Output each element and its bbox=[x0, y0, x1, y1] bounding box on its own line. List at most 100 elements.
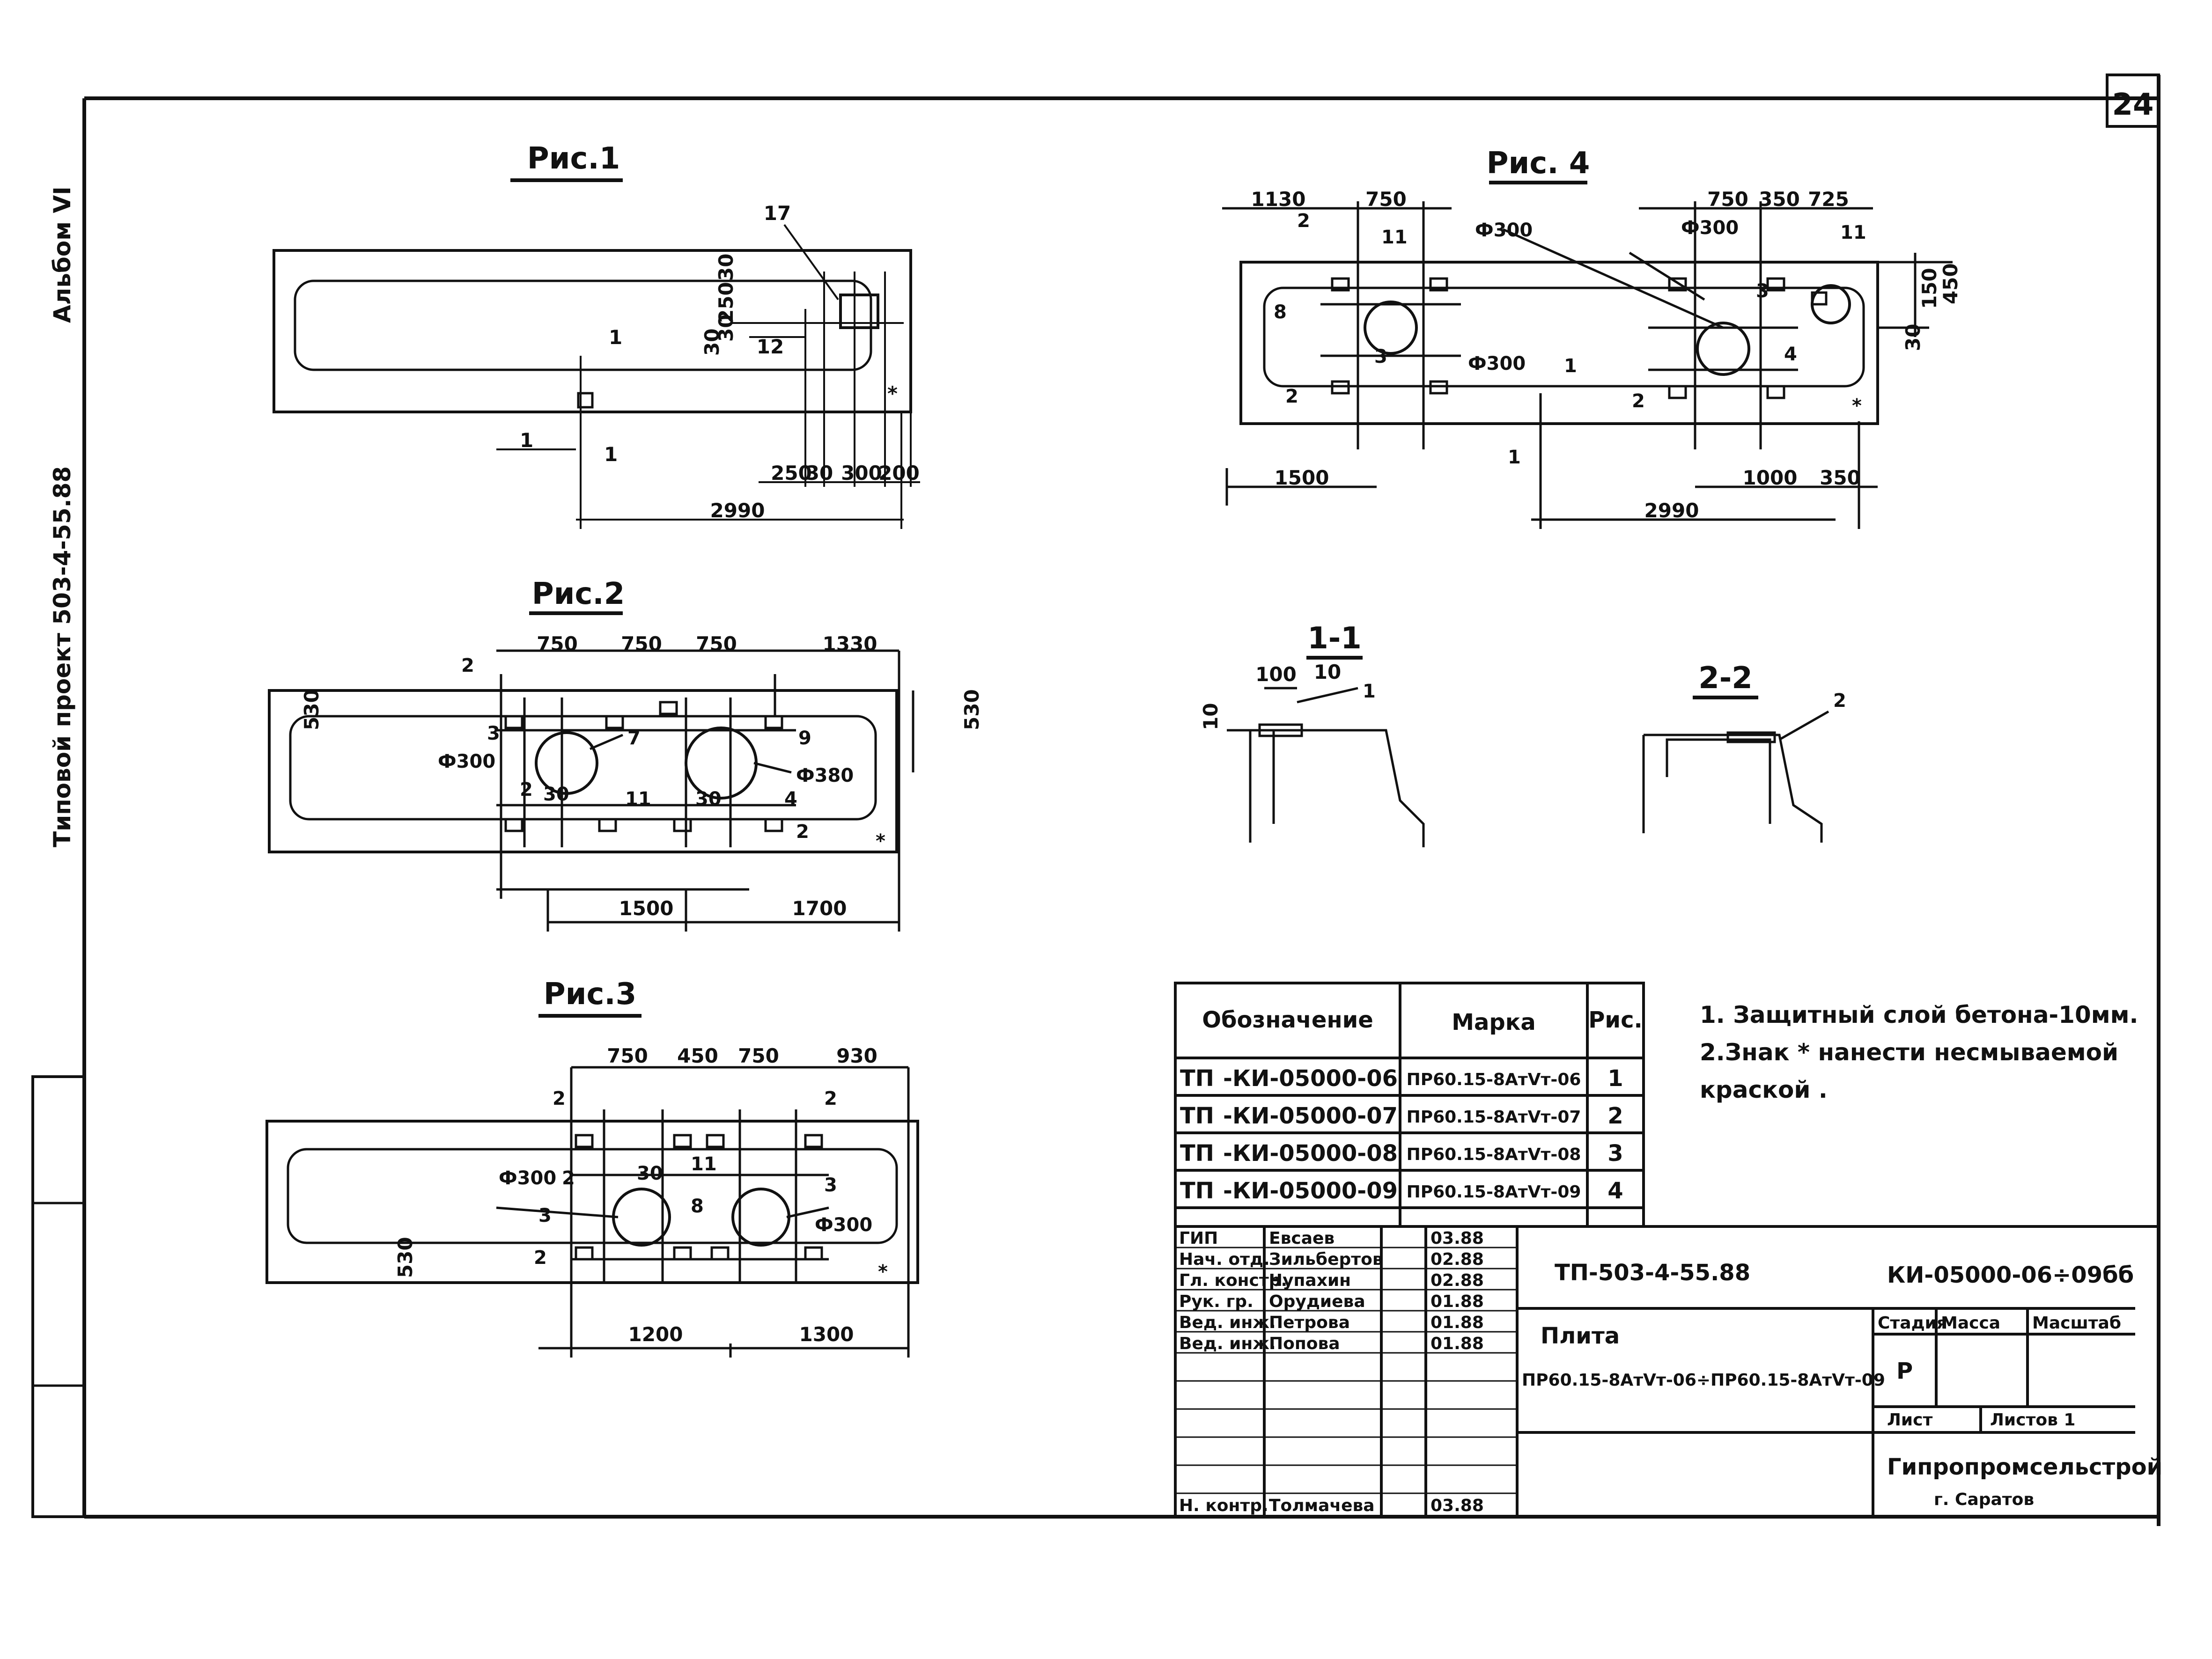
fig3-dim-750b: 750 bbox=[738, 1044, 779, 1067]
fig1-title: Рис.1 bbox=[527, 141, 620, 176]
tb-role-2: Нач. отд. bbox=[1179, 1250, 1270, 1269]
fig1-dim-v30c: 30 bbox=[700, 329, 723, 356]
fig2-star-mark: * bbox=[876, 830, 885, 852]
tb-sheets-label: Листов 1 bbox=[1990, 1410, 2075, 1430]
tb-role-3: Гл. констр. bbox=[1179, 1271, 1287, 1290]
tb-role-5: Вед. инж. bbox=[1179, 1313, 1276, 1332]
tb-date-6: 01.88 bbox=[1430, 1334, 1484, 1353]
fig4-dim-350b: 350 bbox=[1820, 466, 1861, 489]
tb-sheet-label: Лист bbox=[1887, 1410, 1932, 1430]
section-2-2-label-2: 2 bbox=[1833, 690, 1846, 712]
fig2-slab-cavity bbox=[289, 715, 877, 821]
fig4-dim-150: 150 bbox=[1918, 268, 1941, 309]
fig1-star-mark: * bbox=[887, 382, 898, 405]
fig1-leader-1: 1 bbox=[520, 429, 533, 452]
fig2-label-9: 9 bbox=[798, 727, 811, 749]
fig4-label-1a: 1 bbox=[1508, 447, 1521, 468]
tb-name-3: Чупахин bbox=[1269, 1271, 1351, 1290]
fig3-label-8: 8 bbox=[691, 1196, 704, 1217]
fig2-hole-1 bbox=[535, 731, 598, 795]
tb-role-7: Н. контр. bbox=[1179, 1496, 1268, 1515]
spec-table: Обозначение Марка Рис. ТП -КИ-05000-06 П… bbox=[1174, 982, 1645, 1228]
fig1-section-mark-top: 1 bbox=[609, 326, 622, 349]
fig1-slab-outline bbox=[273, 249, 912, 413]
fig3-dim-530: 530 bbox=[394, 1237, 417, 1278]
fig4-label-3b: 3 bbox=[1756, 280, 1769, 302]
note-1: 1. Защитный слой бетона-10мм. bbox=[1700, 1001, 2138, 1028]
fig2-title: Рис.2 bbox=[532, 577, 625, 611]
section-2-2-title: 2-2 bbox=[1698, 661, 1753, 696]
section-2-2-embedded-part bbox=[1726, 731, 1776, 743]
fig4-star-mark: * bbox=[1852, 395, 1862, 417]
tb-role-1: ГИП bbox=[1179, 1229, 1218, 1248]
spec-row3-code: -КИ-05000-08 bbox=[1223, 1140, 1398, 1167]
title-block: ГИП Евсаев 03.88 Нач. отд. Зильбертов 02… bbox=[1174, 1225, 2162, 1518]
fig2-label-2: 2 bbox=[461, 655, 474, 676]
fig2-label-7: 7 bbox=[627, 727, 641, 749]
fig4-dim-725: 725 bbox=[1808, 188, 1849, 211]
tb-doc-code: КИ-05000-06÷09бб bbox=[1887, 1262, 2134, 1288]
spec-row2-code: -КИ-05000-07 bbox=[1223, 1103, 1398, 1129]
spec-row4-fig: 4 bbox=[1607, 1178, 1623, 1204]
fig4-hole-1 bbox=[1364, 301, 1418, 355]
fig1-label-12: 12 bbox=[757, 335, 784, 358]
fig4-dim-30: 30 bbox=[1902, 324, 1924, 351]
fig4-label-11b: 11 bbox=[1840, 222, 1866, 243]
section-1-1-dim-10a: 10 bbox=[1314, 661, 1341, 683]
fig4-label-1b: 1 bbox=[1564, 355, 1577, 377]
fig3-dim-1200: 1200 bbox=[628, 1323, 683, 1346]
fig4-dim-750a: 750 bbox=[1365, 188, 1407, 211]
fig3-hole-1 bbox=[612, 1188, 671, 1247]
fig3-label-3a: 3 bbox=[538, 1205, 552, 1226]
fig4-label-11a: 11 bbox=[1381, 227, 1408, 248]
fig1-slab-cavity bbox=[294, 279, 872, 371]
fig2: Рис.2 bbox=[268, 577, 983, 932]
fig1-dim-30: 30 bbox=[806, 462, 833, 484]
spec-header-fig: Рис. bbox=[1588, 1007, 1643, 1033]
fig2-dim-530-left: 530 bbox=[300, 689, 323, 730]
fig2-slab-outline bbox=[268, 689, 898, 853]
fig4: Рис. 4 bbox=[1222, 146, 1962, 529]
fig3-label-2c: 2 bbox=[562, 1167, 575, 1189]
fig1-dim-200: 200 bbox=[878, 462, 920, 484]
tb-stage-value: Р bbox=[1896, 1358, 1913, 1384]
tb-mass-label: Масса bbox=[1941, 1314, 2000, 1333]
fig2-label-3: 3 bbox=[487, 723, 500, 744]
fig1-dim-2990: 2990 bbox=[710, 499, 765, 522]
spec-row1-code: -КИ-05000-06 bbox=[1223, 1065, 1398, 1092]
fig2-label-d380: Ф380 bbox=[796, 765, 854, 786]
spec-row3-mark: ПР60.15-8АтVт-08 bbox=[1407, 1145, 1581, 1164]
tb-date-3: 02.88 bbox=[1430, 1271, 1484, 1290]
fig4-label-3: 3 bbox=[1374, 346, 1387, 367]
fig1: Рис.1 17 12 1 1 1 * 250 30 300 200 bbox=[273, 141, 920, 529]
section-1-1-embedded-part bbox=[1258, 723, 1303, 737]
sheet-number-box bbox=[2106, 73, 2160, 128]
fig4-label-4: 4 bbox=[1784, 344, 1797, 365]
section-1-1-label-1: 1 bbox=[1363, 681, 1376, 702]
fig2-label-2b: 2 bbox=[520, 779, 533, 800]
fig1-section-mark-bottom: 1 bbox=[604, 443, 618, 466]
tb-item-marks: ПР60.15-8АтVт-06÷ПР60.15-8АтVт-09 bbox=[1522, 1371, 1885, 1390]
fig4-dim-750b: 750 bbox=[1707, 188, 1748, 211]
fig4-label-8: 8 bbox=[1274, 301, 1287, 323]
fig3-dim-750a: 750 bbox=[607, 1044, 648, 1067]
fig4-label-d300b: Ф300 bbox=[1681, 217, 1739, 239]
tb-name-2: Зильбертов bbox=[1269, 1250, 1383, 1269]
section-1-1: 1-1 100 10 10 1 bbox=[1199, 621, 1425, 847]
fig4-label-2b: 2 bbox=[1285, 386, 1298, 407]
section-1-1-title: 1-1 bbox=[1307, 621, 1362, 656]
fig1-dim-v30b: 30 bbox=[715, 315, 737, 342]
tb-name-4: Орудиева bbox=[1269, 1292, 1365, 1311]
spec-row2-fig: 2 bbox=[1607, 1103, 1623, 1129]
fig3-slab-outline bbox=[265, 1120, 919, 1284]
fig3: Рис.3 750 bbox=[265, 977, 919, 1358]
album-label: Альбом VI bbox=[49, 186, 76, 323]
sheet-number: 24 bbox=[2112, 88, 2153, 122]
fig4-title: Рис. 4 bbox=[1487, 146, 1590, 181]
spec-row2-mark: ПР60.15-8АтVт-07 bbox=[1407, 1108, 1581, 1127]
spec-row1-fig: 1 bbox=[1607, 1065, 1623, 1092]
tb-scale-label: Масштаб bbox=[2032, 1314, 2121, 1333]
fig4-dim-1000: 1000 bbox=[1743, 466, 1798, 489]
fig3-label-11: 11 bbox=[691, 1153, 717, 1175]
